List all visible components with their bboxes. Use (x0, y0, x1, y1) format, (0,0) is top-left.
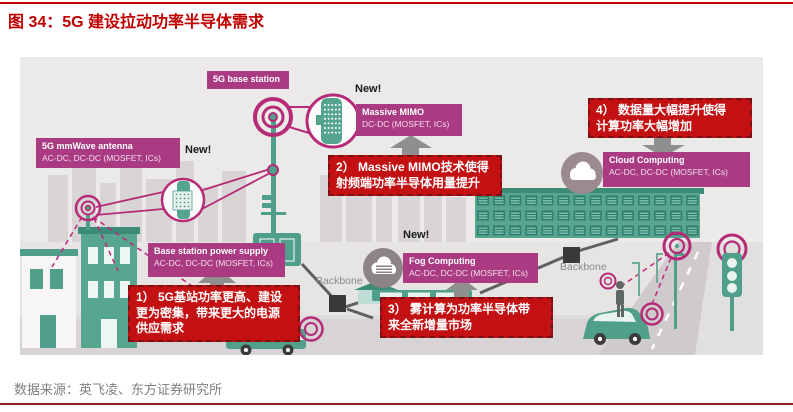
label-cloud-computing: Cloud Computing AC-DC, DC-DC (MOSFET, IC… (603, 152, 750, 187)
mmwave-magnifier-icon (95, 168, 271, 223)
new-badge-massive-mimo: New! (355, 83, 382, 95)
callout-1-base-station-power: 1） 5G基站功率更高、建设 更为密集，带来更大的电源 供应需求 (128, 285, 300, 342)
callout-4-cloud-computing: 4） 数据量大幅提升使得 计算功率大幅增加 (588, 98, 752, 138)
backbone-node (329, 295, 346, 312)
pedestrian (616, 281, 624, 317)
label-base-station-power: Base station power supply AC-DC, DC-DC (… (148, 243, 285, 277)
traffic-light-icon (716, 233, 748, 331)
car (583, 307, 650, 345)
data-source: 数据来源：英飞凌、东方证券研究所 (14, 382, 223, 397)
backbone-label-right: Backbone (560, 261, 607, 273)
callout-3-fog-computing: 3） 雾计算为功率半导体带 来全新增量市场 (380, 297, 553, 338)
fog-icon (363, 248, 403, 288)
arrow-up-icon (446, 278, 478, 299)
label-5g-base-station: 5G base station (207, 71, 289, 89)
tower-signal-rings-icon (253, 97, 293, 137)
arrow-down-icon (642, 137, 685, 157)
signal-rings-icon (599, 272, 617, 290)
new-badge-mmwave: New! (185, 144, 212, 156)
label-massive-mimo: Massive MIMO DC-DC (MOSFET, ICs) (356, 104, 462, 136)
label-mmwave-antenna: 5G mmWave antenna AC-DC, DC-DC (MOSFET, … (36, 138, 180, 168)
cloud-icon (561, 152, 603, 194)
rooftop-antenna-icon (74, 194, 102, 230)
signal-rings-icon (640, 302, 664, 326)
street-lamp (632, 231, 692, 329)
top-rule (0, 2, 793, 4)
left-houses (20, 227, 140, 348)
massive-mimo-magnifier-icon (285, 93, 361, 149)
5g-infographic: 5G base station Massive MIMO DC-DC (MOSF… (20, 57, 763, 355)
datacenter-building (471, 188, 704, 238)
backbone-node (563, 247, 580, 263)
label-fog-computing: Fog Computing AC-DC, DC-DC (MOSFET, ICs) (403, 253, 538, 283)
arrow-up-icon (390, 135, 432, 155)
tower-node (267, 164, 279, 176)
figure-title: 图 34：5G 建设拉动功率半导体需求 (8, 14, 265, 31)
new-badge-fog: New! (403, 229, 430, 241)
bottom-rule (0, 403, 793, 405)
backbone-label-left: Backbone (316, 275, 363, 287)
callout-2-massive-mimo: 2） Massive MIMO技术使得 射频端功率半导体用量提升 (328, 155, 502, 196)
